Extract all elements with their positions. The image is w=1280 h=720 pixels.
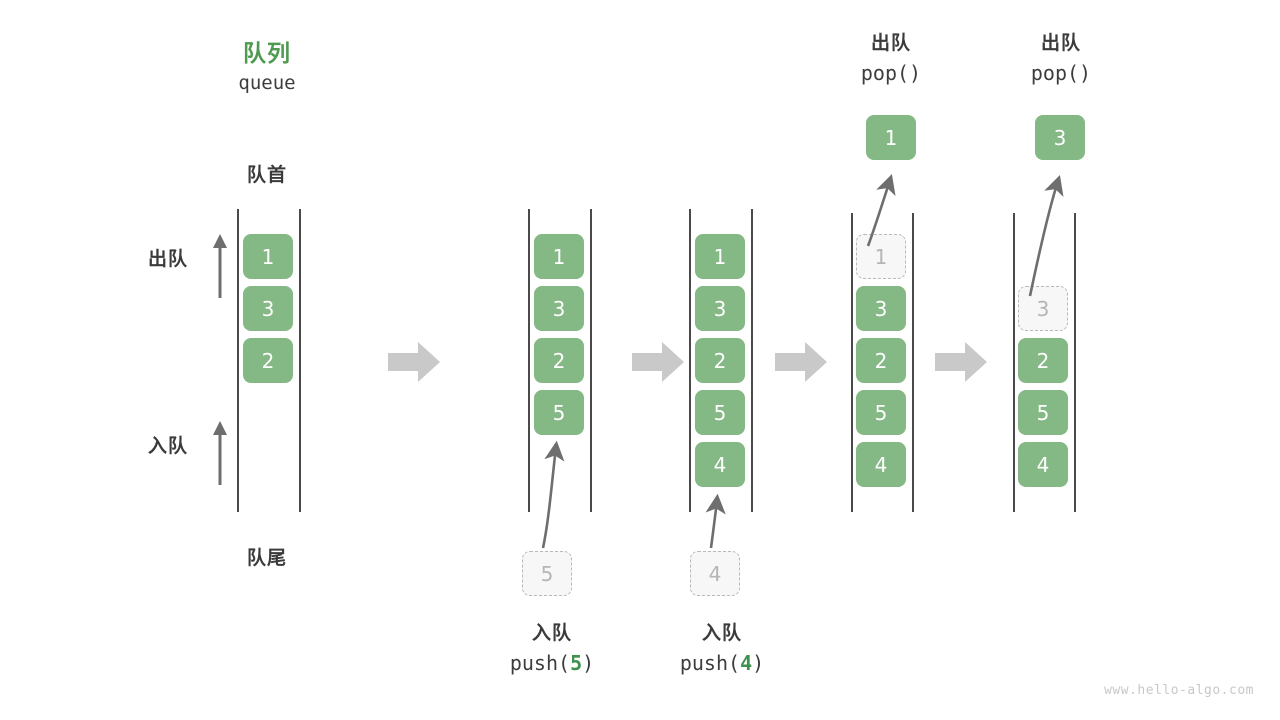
queue-cell: 4: [1018, 442, 1068, 487]
queue-cell: 1: [695, 234, 745, 279]
queue-rail-left-stage5: [1013, 213, 1015, 512]
incoming-element-ghost: 5: [522, 551, 572, 596]
queue-cell-removed: 1: [856, 234, 906, 279]
caption-push-5: 入队 push(5): [452, 620, 652, 678]
queue-cell-new: 4: [695, 442, 745, 487]
flow-arrow-icon: [632, 342, 684, 382]
queue-rail-left-stage1: [237, 209, 239, 512]
queue-cell: 2: [856, 338, 906, 383]
pop-3-motion-arrow: [1028, 175, 1064, 297]
queue-rail-right-stage4: [912, 213, 914, 512]
queue-cell: 1: [243, 234, 293, 279]
queue-cell: 3: [243, 286, 293, 331]
queue-cell: 5: [856, 390, 906, 435]
dequeue-direction-arrow-icon: [213, 234, 227, 298]
incoming-element-ghost: 4: [690, 551, 740, 596]
caption-cn: 入队: [701, 623, 742, 644]
queue-rail-left-stage2: [528, 209, 530, 512]
queue-rail-right-stage2: [590, 209, 592, 512]
queue-rail-left-stage4: [851, 213, 853, 512]
flow-arrow-icon: [935, 342, 987, 382]
flow-arrow-icon: [775, 342, 827, 382]
queue-cell: 3: [856, 286, 906, 331]
push-5-motion-arrow: [541, 440, 565, 549]
queue-cell-new: 5: [534, 390, 584, 435]
caption-cn: 入队: [531, 623, 572, 644]
caption-code: push(5): [509, 651, 595, 675]
label-queue-front: 队首: [246, 165, 287, 186]
queue-cell: 5: [1018, 390, 1068, 435]
popped-element: 3: [1035, 115, 1085, 160]
push-4-motion-arrow: [705, 493, 726, 549]
caption-pop-3: 出队 pop(): [975, 30, 1147, 88]
queue-rail-right-stage5: [1074, 213, 1076, 512]
caption-code: pop(): [1030, 61, 1092, 85]
caption-cn: 出队: [1040, 33, 1081, 54]
queue-cell: 3: [534, 286, 584, 331]
label-dequeue-direction: 出队: [148, 249, 189, 270]
queue-cell: 2: [534, 338, 584, 383]
label-enqueue-direction: 入队: [148, 436, 189, 457]
queue-cell: 4: [856, 442, 906, 487]
popped-element: 1: [866, 115, 916, 160]
caption-code: push(4): [679, 651, 765, 675]
queue-cell: 2: [1018, 338, 1068, 383]
queue-cell: 1: [534, 234, 584, 279]
page-title-cn: 队列: [243, 40, 291, 66]
queue-cell: 2: [695, 338, 745, 383]
label-queue-rear: 队尾: [246, 548, 287, 569]
flow-arrow-icon: [388, 342, 440, 382]
queue-rail-right-stage1: [299, 209, 301, 512]
queue-cell: 2: [243, 338, 293, 383]
queue-rail-right-stage3: [751, 209, 753, 512]
queue-cell: 3: [695, 286, 745, 331]
caption-code: pop(): [860, 61, 922, 85]
page-title-code: queue: [238, 72, 296, 94]
caption-cn: 出队: [870, 33, 911, 54]
watermark: www.hello-algo.com: [1104, 683, 1254, 698]
queue-cell: 5: [695, 390, 745, 435]
caption-push-4: 入队 push(4): [622, 620, 822, 678]
enqueue-direction-arrow-icon: [213, 421, 227, 485]
queue-rail-left-stage3: [689, 209, 691, 512]
queue-cell-removed: 3: [1018, 286, 1068, 331]
caption-pop-1: 出队 pop(): [805, 30, 977, 88]
